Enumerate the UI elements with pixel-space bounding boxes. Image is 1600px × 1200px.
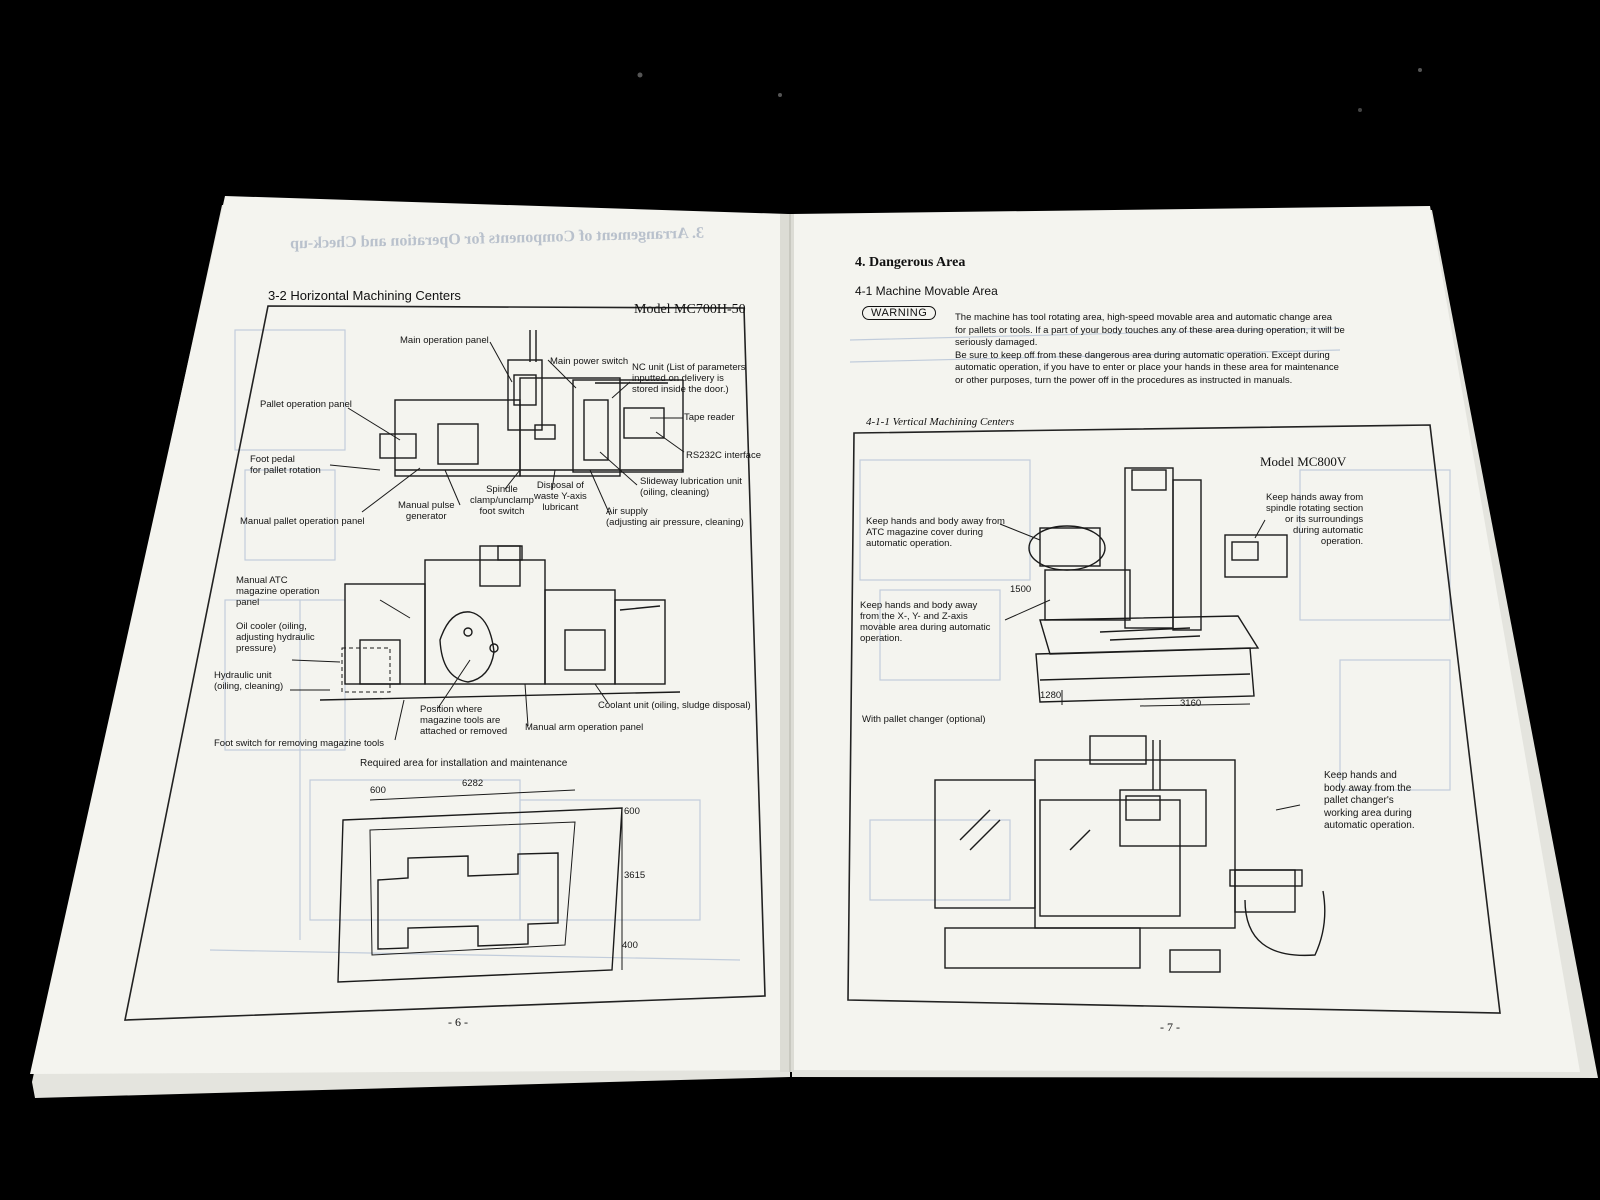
right-page: [792, 206, 1580, 1072]
section-title-horizontal: 3-2 Horizontal Machining Centers: [268, 288, 461, 303]
dim-1500: 1500: [1010, 584, 1032, 595]
page-number-6: - 6 -: [448, 1015, 468, 1029]
label-disposal-lubricant: Disposal of waste Y-axis lubricant: [534, 480, 587, 513]
label-position-magazine-tools: Position where magazine tools are attach…: [420, 704, 508, 737]
page-number-7: - 7 -: [1160, 1020, 1180, 1034]
subsection-title-vertical: 4-1-1 Vertical Machining Centers: [866, 416, 1015, 428]
label-nc-unit: NC unit (List of parameters inputted on …: [632, 362, 746, 395]
label-xyz-area: Keep hands and body away from the X-, Y-…: [860, 600, 991, 644]
label-foot-switch-magazine: Foot switch for removing magazine tools: [214, 738, 385, 749]
left-bleed-through: [209, 329, 741, 961]
pallet-leader: [1275, 804, 1301, 811]
label-manual-pallet-operation-panel: Manual pallet operation panel: [240, 516, 365, 527]
mc700h-top-view: [379, 330, 684, 477]
model-label-mc800v: Model MC800V: [1260, 454, 1347, 469]
label-air-supply: Air supply (adjusting air pressure, clea…: [606, 506, 744, 528]
section-title-movable-area: 4-1 Machine Movable Area: [855, 284, 998, 298]
label-oil-cooler: Oil cooler (oiling, adjusting hydraulic …: [236, 621, 315, 654]
label-pallet-changer-optional: With pallet changer (optional): [862, 714, 986, 725]
label-pallet-operation-panel: Pallet operation panel: [260, 399, 352, 410]
warning-badge: WARNING: [862, 306, 937, 320]
dim-600-right: 600: [624, 806, 640, 817]
side-view-dashed: [341, 647, 391, 693]
mc700h-side-view: [319, 545, 681, 701]
left-page: [30, 196, 790, 1074]
label-slideway-lubrication: Slideway lubrication unit (oiling, clean…: [640, 476, 742, 498]
installation-footprint: [337, 789, 623, 983]
label-main-power-switch: Main power switch: [550, 356, 629, 367]
side-view-leaders: [290, 599, 609, 741]
dim-3615: 3615: [624, 870, 646, 881]
label-foot-pedal: Foot pedal for pallet rotation: [250, 454, 321, 476]
dim-1280: 1280: [1040, 690, 1062, 701]
top-view-leaders: [329, 341, 685, 516]
dim-3160: 3160: [1180, 698, 1202, 709]
chapter-title-dangerous-area: 4. Dangerous Area: [855, 255, 966, 270]
installation-caption: Required area for installation and maint…: [360, 758, 568, 769]
pallet-changer-machine: [934, 735, 1326, 973]
label-spindle-section: Keep hands away from spindle rotating se…: [1266, 492, 1364, 547]
label-manual-atc-panel: Manual ATC magazine operation panel: [236, 575, 320, 608]
right-figure-frame: [847, 424, 1501, 1014]
label-coolant-unit: Coolant unit (oiling, sludge disposal): [598, 700, 751, 711]
label-rs232c-interface: RS232C interface: [686, 450, 761, 461]
dim-6282: 6282: [462, 778, 484, 789]
label-spindle-clamp: Spindle clamp/unclamp foot switch: [470, 484, 534, 517]
label-manual-arm-panel: Manual arm operation panel: [525, 722, 644, 733]
dim-400: 400: [622, 940, 638, 951]
mc800v-machine: [1028, 467, 1288, 703]
model-label-mc700h: Model MC700H-50: [634, 302, 746, 317]
dim-600-left: 600: [370, 785, 386, 796]
label-manual-pulse-generator: Manual pulse generator: [398, 500, 455, 522]
label-hydraulic-unit: Hydraulic unit (oiling, cleaning): [214, 670, 284, 692]
mc800v-leaders: [999, 519, 1266, 707]
warning-paragraph: The machine has tool rotating area, high…: [955, 312, 1345, 386]
label-pallet-changer-area: Keep hands and body away from the pallet…: [1324, 770, 1415, 831]
label-tape-reader: Tape reader: [684, 412, 735, 423]
left-figure-frame: [124, 305, 766, 1021]
right-bleed-through: [849, 327, 1451, 901]
label-main-operation-panel: Main operation panel: [400, 335, 489, 346]
label-atc-cover: Keep hands and body away from ATC magazi…: [866, 516, 1005, 549]
